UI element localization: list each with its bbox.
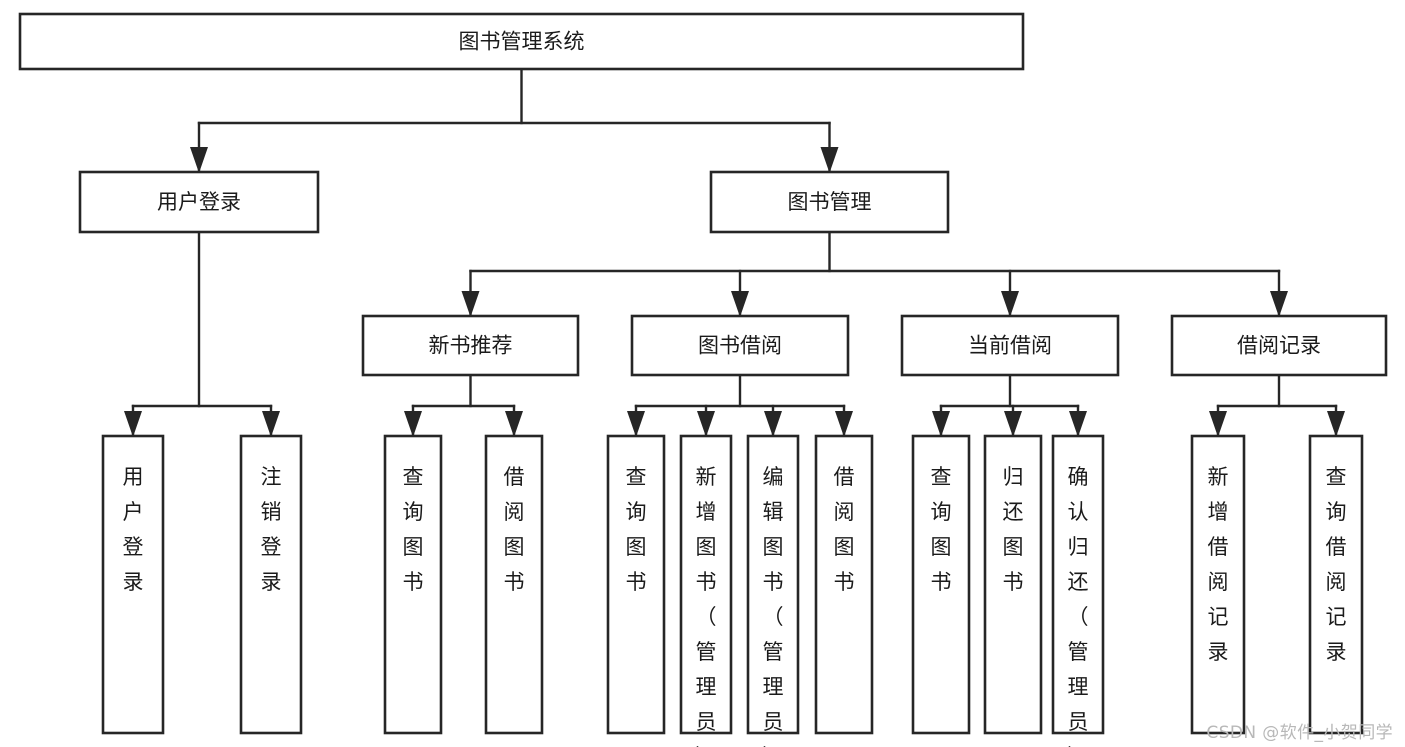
- node-label: 图书管理系统: [459, 30, 585, 54]
- node-label: 图书借阅: [698, 334, 782, 358]
- arrow-head-icon: [932, 411, 950, 437]
- node-box: [746, 434, 800, 735]
- node-label: 用户登录: [123, 465, 144, 594]
- node-leaf-query-book-2[interactable]: 查询图书: [606, 434, 666, 735]
- node-box: [239, 434, 303, 735]
- node-box: [606, 434, 666, 735]
- node-book-manage[interactable]: 图书管理: [709, 170, 950, 234]
- node-borrow-record[interactable]: 借阅记录: [1170, 314, 1388, 377]
- node-label: 查询图书: [931, 465, 952, 594]
- node-leaf-add-record[interactable]: 新增借阅记录: [1190, 434, 1246, 735]
- arrow-head-icon: [731, 291, 749, 317]
- arrow-head-icon: [1004, 411, 1022, 437]
- node-label: 新书推荐: [429, 334, 513, 358]
- node-box: [911, 434, 971, 735]
- node-leaf-return-book[interactable]: 归还图书: [983, 434, 1043, 735]
- arrow-head-icon: [404, 411, 422, 437]
- node-leaf-borrow-book-2[interactable]: 借阅图书: [814, 434, 874, 735]
- node-label: 查询图书: [403, 465, 424, 594]
- node-box: [814, 434, 874, 735]
- arrow-head-icon: [835, 411, 853, 437]
- arrow-head-icon: [461, 291, 480, 317]
- node-box: [1170, 314, 1388, 377]
- arrow-head-icon: [820, 147, 839, 173]
- node-leaf-add-book[interactable]: 新增图书（管理员）: [679, 434, 733, 747]
- arrow-head-icon: [1327, 411, 1345, 437]
- arrow-head-icon: [1069, 411, 1087, 437]
- node-box: [1190, 434, 1246, 735]
- node-label: 新增图书（管理员）: [696, 465, 717, 747]
- arrow-head-icon: [124, 411, 142, 437]
- node-user-login[interactable]: 用户登录: [78, 170, 320, 234]
- node-label: 借阅图书: [834, 465, 855, 594]
- node-leaf-user-logout[interactable]: 注销登录: [239, 434, 303, 735]
- node-leaf-query-record[interactable]: 查询借阅记录: [1308, 434, 1364, 735]
- node-label: 编辑图书（管理员）: [763, 465, 784, 747]
- node-label: 当前借阅: [968, 334, 1052, 358]
- arrow-head-icon: [627, 411, 645, 437]
- node-new-book-recommend[interactable]: 新书推荐: [361, 314, 580, 377]
- node-box: [1051, 434, 1105, 735]
- node-layer: 图书管理系统用户登录图书管理新书推荐图书借阅当前借阅借阅记录用户登录注销登录查询…: [18, 12, 1388, 747]
- node-box: [383, 434, 443, 735]
- node-book-borrow[interactable]: 图书借阅: [630, 314, 850, 377]
- node-label: 查询借阅记录: [1326, 465, 1347, 664]
- node-label: 新增借阅记录: [1208, 465, 1229, 664]
- arrow-head-icon: [1270, 291, 1288, 317]
- arrow-head-icon: [190, 147, 208, 173]
- node-label: 查询图书: [626, 465, 647, 594]
- node-root[interactable]: 图书管理系统: [18, 12, 1025, 71]
- arrow-head-icon: [262, 411, 280, 437]
- arrow-head-icon: [505, 411, 523, 437]
- node-box: [900, 314, 1120, 377]
- arrow-head-icon: [1209, 411, 1227, 437]
- node-box: [484, 434, 544, 735]
- arrow-head-icon: [764, 411, 782, 437]
- node-box: [709, 170, 950, 234]
- node-leaf-confirm-return[interactable]: 确认归还（管理员）: [1051, 434, 1105, 747]
- node-label: 借阅图书: [504, 465, 525, 594]
- node-leaf-edit-book[interactable]: 编辑图书（管理员）: [746, 434, 800, 747]
- node-box: [1308, 434, 1364, 735]
- node-leaf-query-book-3[interactable]: 查询图书: [911, 434, 971, 735]
- node-box: [983, 434, 1043, 735]
- node-label: 归还图书: [1003, 465, 1024, 594]
- node-current-borrow[interactable]: 当前借阅: [900, 314, 1120, 377]
- node-label: 确认归还（管理员）: [1068, 465, 1089, 747]
- connector-layer: [124, 67, 1345, 437]
- node-leaf-borrow-book-1[interactable]: 借阅图书: [484, 434, 544, 735]
- node-leaf-user-login[interactable]: 用户登录: [101, 434, 165, 735]
- node-box: [78, 170, 320, 234]
- node-label: 借阅记录: [1237, 334, 1321, 358]
- node-box: [630, 314, 850, 377]
- node-box: [679, 434, 733, 735]
- arrow-head-icon: [697, 411, 715, 437]
- arrow-head-icon: [1001, 291, 1019, 317]
- node-label: 用户登录: [157, 190, 241, 214]
- node-label: 注销登录: [261, 465, 282, 594]
- node-leaf-query-book-1[interactable]: 查询图书: [383, 434, 443, 735]
- node-box: [101, 434, 165, 735]
- node-label: 图书管理: [788, 190, 872, 214]
- node-box: [18, 12, 1025, 71]
- node-box: [361, 314, 580, 377]
